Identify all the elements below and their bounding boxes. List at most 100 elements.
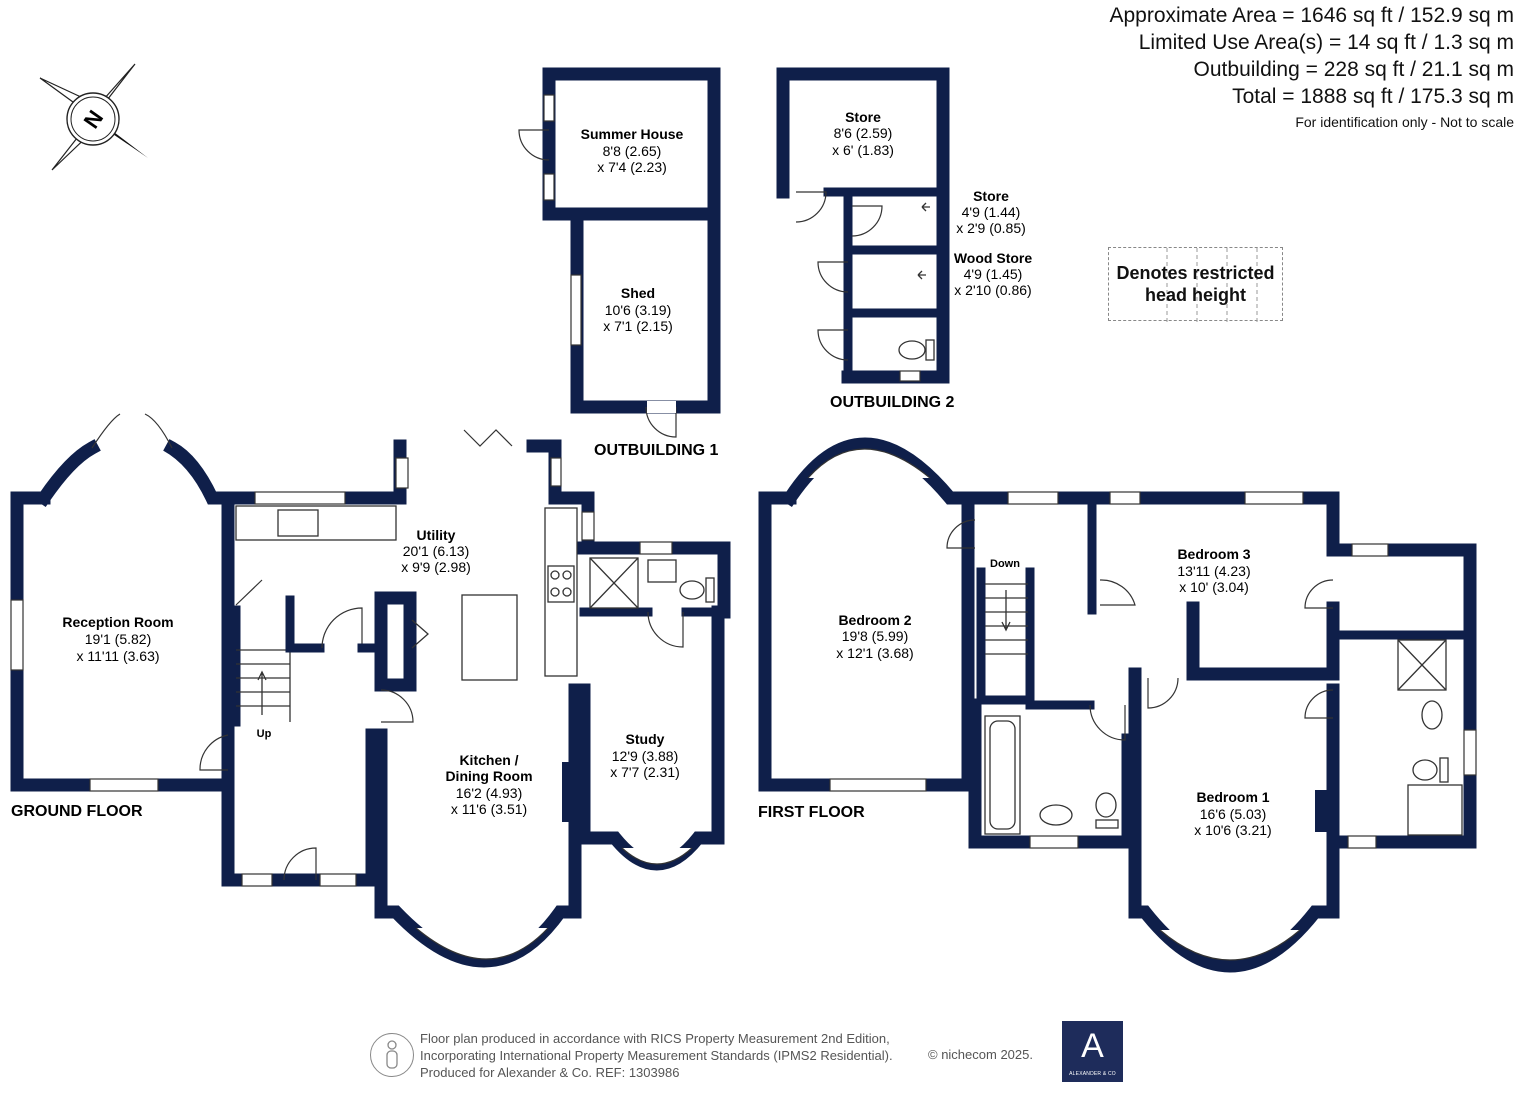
footer-text: Floor plan produced in accordance with R… [420,1030,893,1081]
kitchen-name-2: Dining Room [445,768,532,784]
window [829,778,927,792]
basin-icon [647,559,677,583]
door [946,519,976,549]
person-icon [370,1033,414,1077]
window [10,599,24,671]
staircase [985,583,1028,655]
door [795,191,827,223]
window [241,873,273,887]
basin-icon [1421,700,1443,730]
store-dim2: x 6' (1.83) [832,142,894,158]
window [899,370,921,382]
door [851,205,883,237]
door [1099,579,1136,606]
bedroom3-dim2: x 10' (3.04) [1179,579,1249,595]
store-small-dim2: x 2'9 (0.85) [956,220,1026,236]
store-small-dim1: 4'9 (1.44) [962,204,1021,220]
basin-icon [1039,804,1073,826]
outbuilding-area: Outbuilding = 228 sq ft / 21.1 sq m [1193,58,1514,81]
summer-house-name: Summer House [581,126,684,142]
reception-dim1: 19'1 (5.82) [85,631,152,647]
total-area: Total = 1888 sq ft / 175.3 sq m [1232,85,1514,108]
toilet-icon [679,580,705,600]
shower-icon [589,557,639,609]
restricted-hatch [1166,248,1258,322]
window [581,511,595,541]
bedroom2-dim2: x 12'1 (3.68) [836,645,913,661]
bath-icon [984,715,1021,835]
shed-name: Shed [621,285,655,301]
store-small-name: Store [973,188,1009,204]
window [570,274,582,346]
shower-icon [1397,639,1447,691]
summer-house-dim1: 8'8 (2.65) [603,143,662,159]
agent-logo: A ALEXANDER & CO [1062,1021,1123,1082]
window [1109,491,1141,505]
window [89,778,159,792]
kitchen-dim2: x 11'6 (3.51) [451,801,527,817]
ground-floor [10,413,731,968]
stairs-up-label: Up [257,728,272,740]
window [1029,835,1079,849]
first-floor [758,437,1477,973]
door [321,607,363,649]
limited-use-area: Limited Use Area(s) = 14 sq ft / 1.3 sq … [1138,31,1514,54]
stairs-down-label: Down [990,558,1020,570]
store-dim1: 8'6 (2.59) [834,125,893,141]
kitchen-island [461,594,518,681]
toilet-icon [898,340,926,360]
door [1304,579,1334,609]
restricted-line1: Denotes restricted [1116,263,1275,283]
window [1463,729,1477,776]
shed-dim1: 10'6 (3.19) [605,302,672,318]
room-labels: Summer House 8'8 (2.65) x 7'4 (2.23) She… [62,109,1271,838]
copyright: © nichecom 2025. [928,1047,1033,1062]
door [518,129,550,161]
window [395,457,409,489]
utility-dim2: x 9'9 (2.98) [401,559,471,575]
window [319,873,357,887]
bedroom1-name: Bedroom 1 [1196,789,1269,805]
restricted-line2: head height [1144,285,1246,305]
window [1351,543,1389,557]
door [1089,704,1126,741]
staircase [236,640,291,722]
outbuilding1-label: OUTBUILDING 1 [594,442,719,459]
window [1347,835,1377,849]
door [1304,689,1334,719]
approximate-area: Approximate Area = 1646 sq ft / 152.9 sq… [1109,4,1515,27]
restricted-height-text: Denotes restricted head height [1109,262,1282,306]
scale-note: For identification only - Not to scale [1295,114,1514,130]
footer-line3: Produced for Alexander & Co. REF: 130398… [420,1065,680,1080]
outbuilding-1 [518,67,721,438]
outbuilding2-label: OUTBUILDING 2 [830,394,955,411]
door [1147,677,1179,709]
window [1007,491,1059,505]
restricted-height-legend: Denotes restricted head height [1108,247,1283,322]
kitchen-name-1: Kitchen / [459,752,518,768]
footer-line2: Incorporating International Property Mea… [420,1048,893,1063]
window [254,491,346,505]
ground-floor-label: GROUND FLOOR [11,803,143,820]
logo-mark: A [1081,1027,1104,1065]
toilet-icon [1412,759,1438,781]
bedroom2-name: Bedroom 2 [838,612,911,628]
door [645,406,677,438]
window [543,94,555,122]
study-dim1: 12'9 (3.88) [612,748,679,764]
window [543,173,555,201]
sink-icon [277,509,319,537]
footer-line1: Floor plan produced in accordance with R… [420,1031,890,1046]
bifold-door [463,429,513,447]
bedroom2-dim1: 19'8 (5.99) [842,628,909,644]
reception-dim2: x 11'11 (3.63) [76,648,159,664]
french-door [91,413,173,449]
shed-dim2: x 7'1 (2.15) [603,318,673,334]
bedroom3-name: Bedroom 3 [1177,546,1250,562]
logo-text: ALEXANDER & CO [1069,1071,1116,1077]
door [647,611,684,648]
study-name: Study [626,731,665,747]
door [380,689,414,723]
wood-store-name: Wood Store [954,250,1033,266]
